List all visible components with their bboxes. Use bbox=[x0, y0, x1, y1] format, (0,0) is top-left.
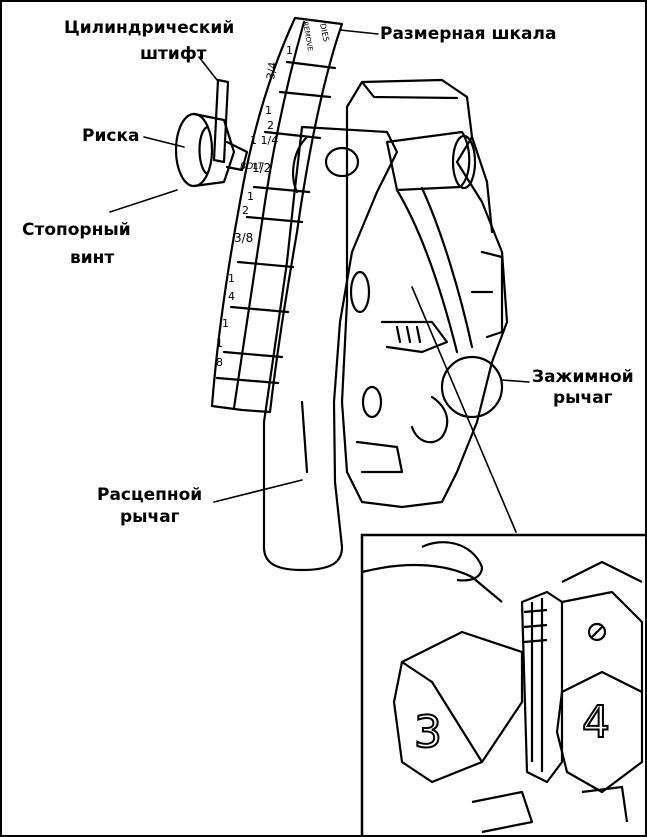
leader-inset-top bbox=[412, 287, 516, 532]
scale-mark-m6: 4 bbox=[228, 290, 235, 303]
scale-mark-dies: DIES bbox=[318, 23, 331, 43]
label-release-line1: Расцепной bbox=[97, 485, 202, 506]
scale-mark-m3: 1 bbox=[222, 317, 229, 330]
scale-mark-m7: 1 bbox=[216, 337, 223, 350]
scale-mark-f1: 1 bbox=[286, 44, 293, 57]
scale-mark-m8: 8 bbox=[216, 356, 223, 369]
inset-panel: 3 4 bbox=[362, 535, 647, 837]
label-release-line2: рычаг bbox=[120, 507, 180, 528]
label-mark: Риска bbox=[82, 126, 139, 147]
scale-mark-m5: 1 bbox=[228, 272, 235, 285]
scale-mark-f5: 1 1/4 bbox=[250, 134, 278, 147]
cylindrical-pin bbox=[214, 80, 228, 162]
label-clamp-line2: рычаг bbox=[553, 388, 613, 409]
lock-screw-knob bbox=[176, 114, 212, 186]
inset-die-number-3: 3 bbox=[414, 707, 442, 758]
label-screw-line1: Стопорный bbox=[22, 220, 131, 241]
label-pin-line1: Цилиндрический bbox=[64, 18, 234, 39]
scale-mark-bolt: BOLT bbox=[240, 162, 265, 172]
label-pin-line2: штифт bbox=[140, 44, 207, 65]
leader-release bbox=[214, 480, 302, 502]
scale-mark-f2: 3/4 bbox=[264, 61, 279, 80]
scale-mark-m4: 3/8 bbox=[234, 231, 253, 245]
scale-mark-m1: 1 bbox=[247, 190, 254, 203]
scale-mark-remove: REMOVE bbox=[301, 21, 314, 52]
scale-mark-m2: 2 bbox=[242, 204, 249, 217]
label-clamp-line1: Зажимной bbox=[532, 367, 634, 388]
inset-die-number-4: 4 bbox=[582, 697, 610, 748]
leader-screw bbox=[110, 190, 177, 212]
scale-mark-f3: 1 bbox=[265, 104, 272, 117]
leader-scale bbox=[340, 30, 378, 34]
leader-clamp bbox=[502, 380, 529, 382]
label-screw-line2: винт bbox=[70, 248, 114, 269]
label-scale: Размерная шкала bbox=[380, 24, 556, 45]
scale-mark-f4: 2 bbox=[267, 119, 274, 132]
